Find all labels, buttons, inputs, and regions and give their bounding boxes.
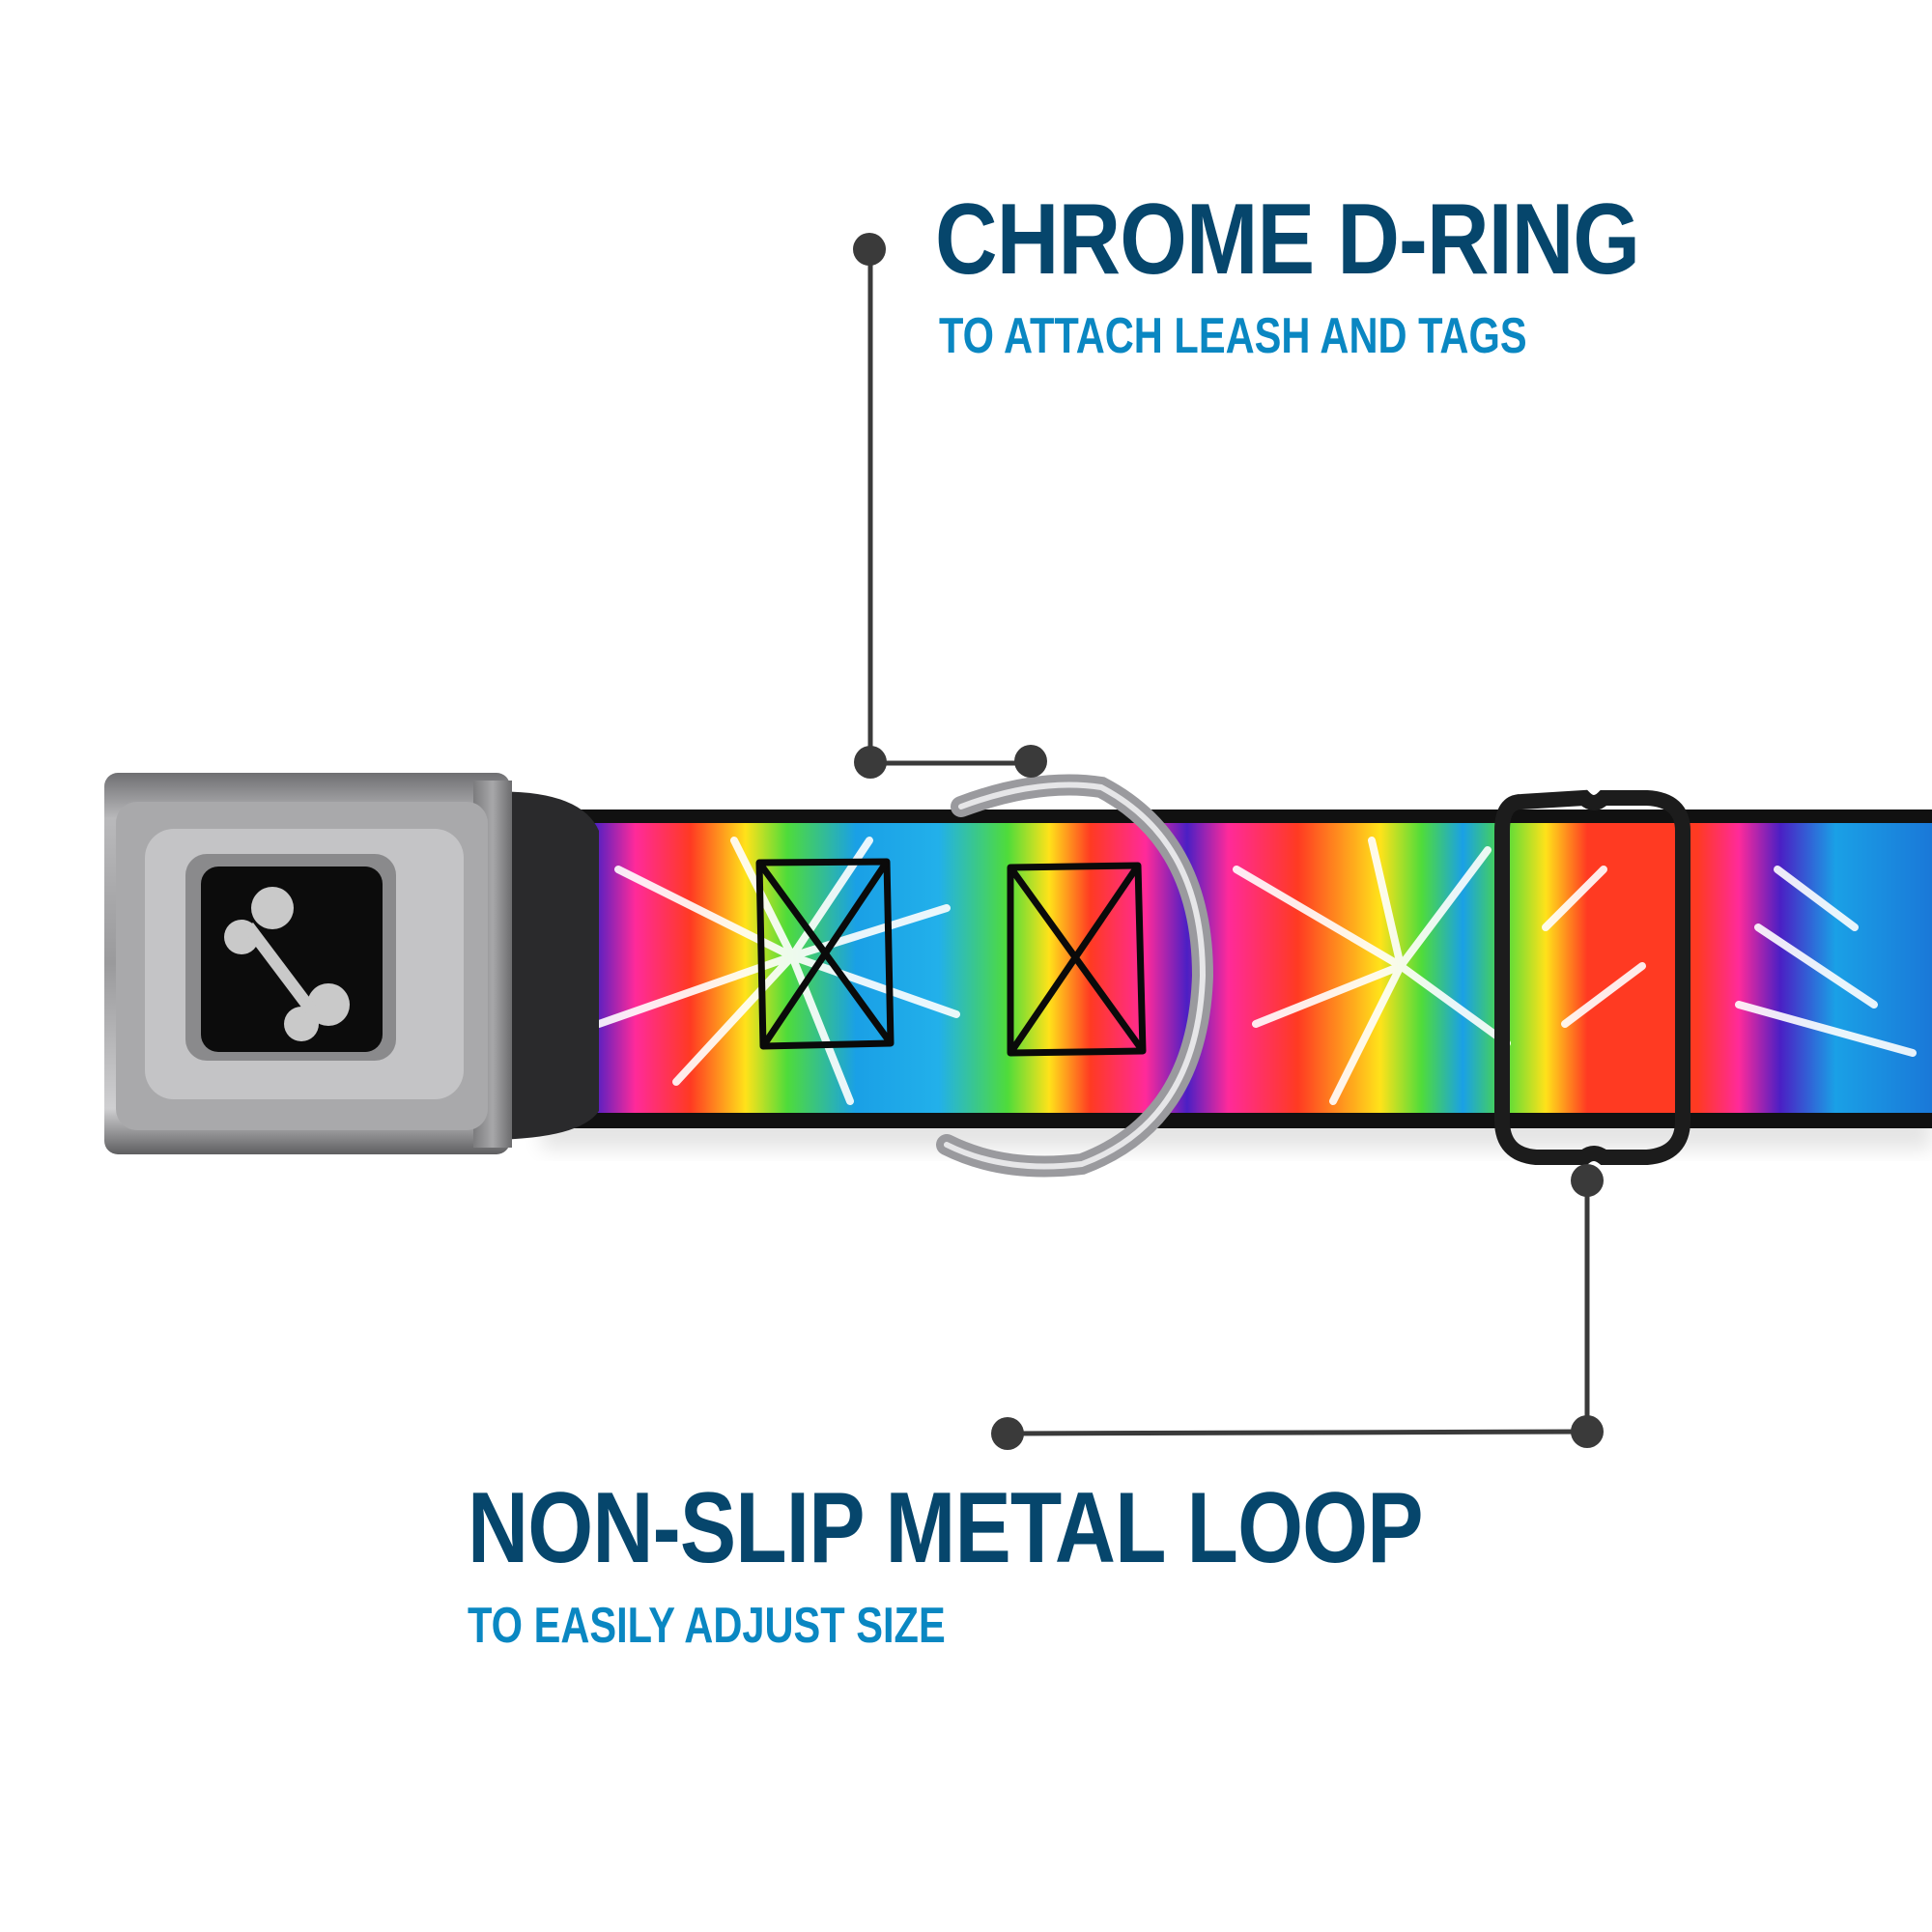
d-ring-connector — [853, 233, 1047, 779]
connector-dot — [853, 233, 886, 266]
metal-loop-connector — [991, 1164, 1604, 1450]
seatbelt-buckle — [104, 773, 599, 1154]
connector-dot — [991, 1417, 1024, 1450]
connector-dot — [1571, 1415, 1604, 1448]
connector-dot — [854, 746, 887, 779]
d-ring-subtitle: TO ATTACH LEASH AND TAGS — [939, 308, 1527, 364]
metal-loop-subtitle: TO EASILY ADJUST SIZE — [468, 1598, 946, 1654]
chrome-d-ring — [936, 774, 1214, 1178]
stitched-box — [755, 858, 895, 1050]
dog-bone-icon — [224, 887, 350, 1041]
metal-loop-title: NON-SLIP METAL LOOP — [468, 1472, 1424, 1584]
collar-strap — [541, 810, 1932, 1128]
connector-dot — [1014, 745, 1047, 778]
connector-dot — [1571, 1164, 1604, 1197]
d-ring-title: CHROME D-RING — [935, 184, 1640, 296]
stitched-box — [1007, 862, 1147, 1057]
non-slip-metal-loop — [1494, 789, 1690, 1165]
